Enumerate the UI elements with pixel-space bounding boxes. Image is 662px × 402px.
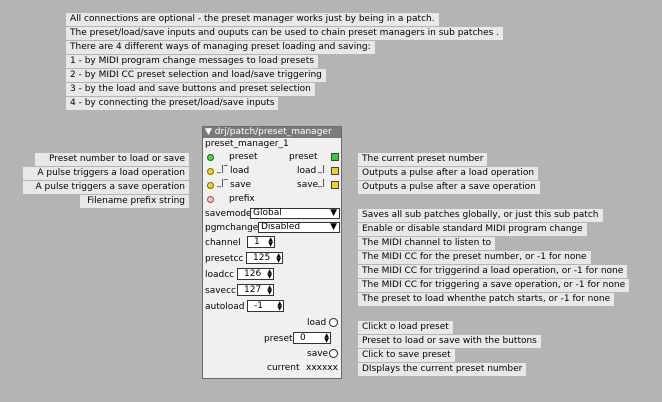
presetcc-value: 125 [253,253,271,263]
intro-line-3: There are 4 different ways of managing p… [66,41,375,54]
prefix-input-port[interactable] [207,196,214,203]
savecc-label: savecc [205,286,236,296]
comment-preset-input: Preset number to load or save [35,153,189,166]
intro-line-4: 1 - by MIDI program change messages to l… [66,55,318,68]
comment-preset-number: Preset to load or save with the buttons [358,335,541,348]
pulse-icon: _| [318,164,325,173]
save-input-port[interactable] [207,182,214,189]
pulse-icon: _|‾ [217,164,228,173]
preset-number[interactable]: 0 ▲▼ [293,332,331,344]
stepper-icon[interactable]: ▲▼ [324,332,329,344]
savemode-value: Global [253,208,282,218]
load-input-label: load [230,166,250,176]
savemode-menu[interactable]: Global ▼ [250,208,340,219]
loadcc-value: 126 [244,269,262,279]
presetcc-label: presetcc [205,254,244,264]
stepper-icon[interactable]: ▲▼ [276,252,281,264]
savecc-value: 127 [244,285,262,295]
comment-load-button: Clickt o load preset [358,321,453,334]
load-output-port[interactable] [331,167,339,175]
comment-loadcc: The MIDI CC for triggerind a load operat… [358,265,628,278]
presetcc-number[interactable]: 125 ▲▼ [246,252,283,264]
comment-load-input: A pulse triggers a load operation [23,167,189,180]
load-button-label: load [307,318,327,328]
current-value: xxxxxx [306,363,338,373]
prefix-input-label: prefix [229,194,255,204]
save-output-port[interactable] [331,181,339,189]
pgmchange-label: pgmchange [205,223,259,233]
savecc-number[interactable]: 127 ▲▼ [237,284,274,296]
module-instance-name: preset_manager_1 [205,139,289,149]
comment-save-output: Outputs a pulse after a save operation [358,181,540,194]
preset-output-port[interactable] [331,153,339,161]
autoload-label: autoload [205,302,245,312]
loadcc-label: loadcc [205,270,235,280]
save-button-label: save [307,349,329,359]
savemode-label: savemode [205,209,252,219]
intro-line-6: 3 - by the load and save buttons and pre… [66,83,315,96]
intro-line-2: The preset/load/save inputs and ouputs c… [66,27,504,40]
stepper-icon[interactable]: ▲▼ [277,300,282,312]
preset-input-port[interactable] [207,154,214,161]
pgmchange-value: Disabled [261,222,301,232]
pulse-icon: _|‾ [217,178,228,187]
intro-line-1: All connections are optional - the prese… [66,13,439,26]
module-titlebar[interactable]: ▼ drj/patch/preset_manager [203,127,341,138]
pgmchange-menu[interactable]: Disabled ▼ [258,222,340,233]
dropdown-arrow-icon: ▼ [330,208,337,218]
comment-savecc: The MIDI CC for triggering a save operat… [358,279,630,292]
intro-line-7: 4 - by connecting the preset/load/save i… [66,97,279,110]
module-title: drj/patch/preset_manager [214,127,332,137]
dropdown-arrow-icon: ▼ [330,222,337,232]
comment-prefix-input: Filename prefix string [80,195,189,208]
preset-manager-module[interactable]: ▼ drj/patch/preset_manager preset_manage… [202,126,342,379]
pulse-icon: _| [318,178,325,187]
comment-channel: The MIDI channel to listen to [358,237,496,250]
comment-savemode: Saves all sub patches globally, or just … [358,209,603,222]
comment-presetcc: The MIDI CC for the preset number, or -1… [358,251,591,264]
loadcc-number[interactable]: 126 ▲▼ [237,268,274,280]
save-input-label: save [230,180,252,190]
comment-load-output: Outputs a pulse after a load operation [358,167,539,180]
preset-number-label: preset [264,334,293,344]
comment-save-input: A pulse triggers a save operation [23,181,189,194]
load-input-port[interactable] [207,168,214,175]
stepper-icon[interactable]: ▲▼ [267,268,272,280]
autoload-number[interactable]: -1 ▲▼ [247,300,284,312]
comment-current: DIsplays the current preset number [358,363,527,376]
comment-preset-output: The current preset number [358,153,488,166]
stepper-icon[interactable]: ▲▼ [268,236,273,248]
channel-number[interactable]: 1 ▲▼ [247,236,275,248]
autoload-value: -1 [254,301,263,311]
channel-value: 1 [254,237,260,247]
preset-number-value: 0 [300,333,306,343]
collapse-triangle-icon[interactable]: ▼ [205,127,212,137]
preset-input-label: preset [229,152,258,162]
channel-label: channel [205,238,241,248]
stepper-icon[interactable]: ▲▼ [267,284,272,296]
current-label: current [267,363,300,373]
load-output-label: load [297,166,317,176]
comment-save-button: Click to save preset [358,349,455,362]
save-button[interactable] [329,349,338,358]
intro-line-5: 2 - by MIDI CC preset selection and load… [66,69,326,82]
preset-output-label: preset [289,152,318,162]
load-button[interactable] [329,318,338,327]
comment-pgmchange: Enable or disable standard MIDI program … [358,223,587,236]
save-output-label: save [297,180,319,190]
comment-autoload: The preset to load whenthe patch starts,… [358,293,615,306]
